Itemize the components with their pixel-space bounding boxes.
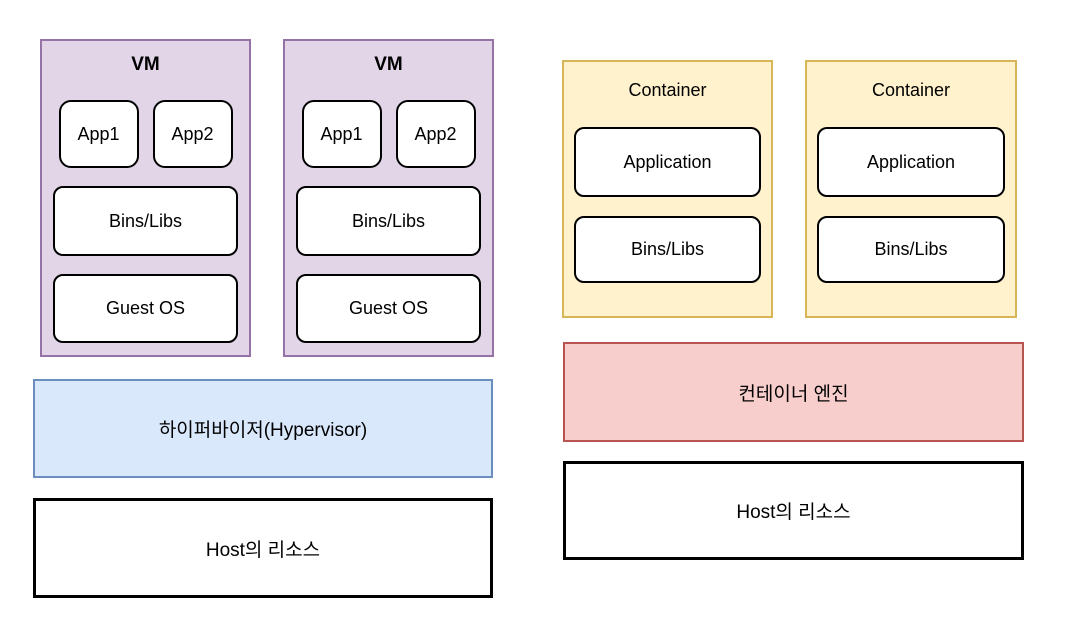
- app1-node: App1: [301, 100, 382, 168]
- container-group-2: Container Application Bins/Libs: [805, 60, 1017, 318]
- vm-group-1: VM App1 App2 Bins/Libs Guest OS: [40, 39, 251, 357]
- vm-app-row: App1 App2: [53, 100, 238, 168]
- bins-libs-node: Bins/Libs: [53, 186, 238, 256]
- host-resources-left-bar: Host의 리소스: [33, 498, 493, 598]
- bins-libs-node: Bins/Libs: [296, 186, 481, 256]
- container-engine-bar: 컨테이너 엔진: [563, 342, 1024, 442]
- application-node: Application: [574, 127, 761, 197]
- container-group-1: Container Application Bins/Libs: [562, 60, 773, 318]
- container-title: Container: [628, 80, 707, 100]
- hypervisor-bar: 하이퍼바이저(Hypervisor): [33, 379, 493, 478]
- vm-group-2: VM App1 App2 Bins/Libs Guest OS: [283, 39, 494, 357]
- guest-os-node: Guest OS: [53, 274, 238, 343]
- app2-node: App2: [395, 100, 476, 168]
- vm-title: VM: [131, 54, 160, 75]
- vm-title: VM: [374, 54, 403, 75]
- host-resources-right-bar: Host의 리소스: [563, 461, 1024, 560]
- container-title: Container: [871, 80, 951, 100]
- bins-libs-node: Bins/Libs: [817, 216, 1005, 283]
- vm-app-row: App1 App2: [296, 100, 481, 168]
- bins-libs-node: Bins/Libs: [574, 216, 761, 283]
- guest-os-node: Guest OS: [296, 274, 481, 343]
- application-node: Application: [817, 127, 1005, 197]
- app2-node: App2: [152, 100, 233, 168]
- app1-node: App1: [58, 100, 139, 168]
